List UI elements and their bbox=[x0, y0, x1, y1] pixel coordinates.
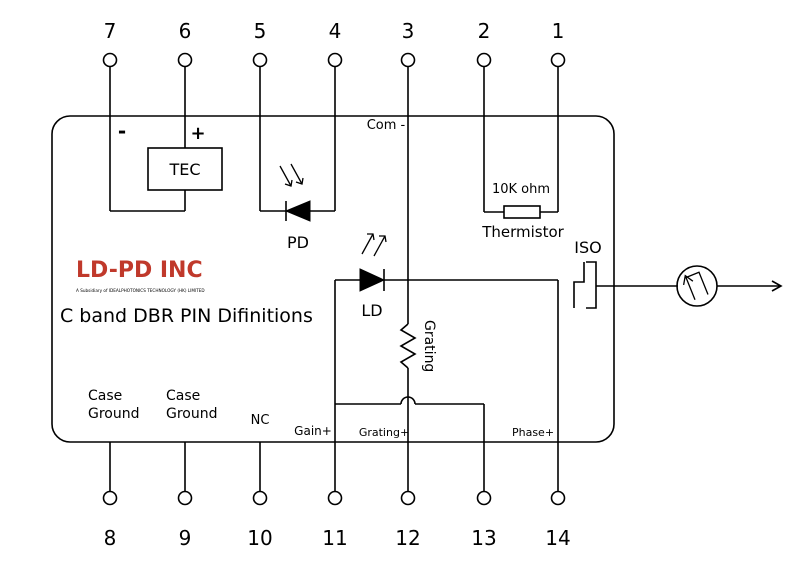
pin-number: 11 bbox=[322, 526, 347, 550]
pin-6: 6 bbox=[177, 19, 193, 68]
case-ground-9-line2: Ground bbox=[166, 406, 218, 422]
pin-number: 4 bbox=[329, 19, 342, 43]
pin-number: 9 bbox=[179, 526, 192, 550]
pin-terminal bbox=[400, 52, 416, 68]
pin-terminal bbox=[327, 52, 343, 68]
pin-terminal bbox=[252, 52, 268, 68]
pin-9: 9 bbox=[177, 490, 193, 550]
bottom-pins: 8 9 10 11 12 13 14 bbox=[102, 490, 571, 550]
grating-plus-label: Grating+ bbox=[359, 426, 409, 439]
pin-10: 10 bbox=[247, 490, 273, 550]
pin-4: 4 bbox=[327, 19, 343, 68]
pd-label: PD bbox=[287, 233, 309, 252]
nc-label: NC bbox=[251, 413, 270, 428]
pin-14: 14 bbox=[545, 490, 571, 550]
pin13-line bbox=[335, 396, 485, 491]
pin-terminal bbox=[550, 490, 566, 506]
pin-number: 14 bbox=[545, 526, 570, 550]
pin-terminal bbox=[252, 490, 268, 506]
pin-number: 12 bbox=[395, 526, 420, 550]
pin-terminal bbox=[177, 52, 193, 68]
ld-light-arrows-icon bbox=[361, 233, 387, 257]
tec-label: TEC bbox=[168, 160, 200, 179]
case-ground-8-line1: Case bbox=[88, 388, 122, 404]
pin-8: 8 bbox=[102, 490, 118, 550]
tec-box bbox=[147, 147, 223, 191]
fiber-connector-icon bbox=[676, 265, 718, 307]
pd-light-arrows-icon bbox=[279, 163, 304, 187]
pin-number: 10 bbox=[247, 526, 272, 550]
pin-2: 2 bbox=[476, 19, 492, 68]
pin-5: 5 bbox=[252, 19, 268, 68]
pin-terminal bbox=[476, 52, 492, 68]
com-label: Com - bbox=[367, 118, 406, 133]
phase-label: Phase+ bbox=[512, 426, 554, 439]
pin-terminal bbox=[550, 52, 566, 68]
pin-terminal bbox=[102, 490, 118, 506]
output-arrow-icon bbox=[771, 280, 783, 292]
brand-logo: LD-PD INC A Subsidiary of IDEALPHOTONICS… bbox=[76, 258, 205, 293]
pin-number: 5 bbox=[254, 19, 267, 43]
laser-diode: LD bbox=[334, 233, 558, 491]
pin-1: 1 bbox=[550, 19, 566, 68]
pin-7: 7 bbox=[102, 19, 118, 68]
pin-terminal bbox=[177, 490, 193, 506]
thermistor-label: Thermistor bbox=[481, 223, 564, 241]
pin-3: 3 bbox=[400, 19, 416, 68]
pin-number: 2 bbox=[478, 19, 491, 43]
pin-13: 13 bbox=[471, 490, 497, 550]
package-outline bbox=[51, 115, 615, 443]
pin-number: 13 bbox=[471, 526, 496, 550]
com-line: Com - bbox=[367, 66, 409, 324]
gain-label: Gain+ bbox=[294, 424, 332, 438]
pin-12: 12 bbox=[395, 490, 421, 550]
top-pins: 7 6 5 4 3 2 1 bbox=[102, 19, 566, 68]
fiber-output bbox=[676, 265, 783, 307]
isolator: ISO bbox=[573, 238, 678, 309]
pin-11: 11 bbox=[322, 490, 348, 550]
thermistor: 10K ohm Thermistor bbox=[481, 66, 565, 241]
thermistor-value-label: 10K ohm bbox=[492, 182, 550, 197]
pin-terminal bbox=[400, 490, 416, 506]
pin-number: 7 bbox=[104, 19, 117, 43]
grating-resistor: Grating bbox=[399, 320, 437, 491]
case-ground-8-line2: Ground bbox=[88, 406, 140, 422]
iso-label: ISO bbox=[574, 238, 601, 257]
pin-terminal bbox=[102, 52, 118, 68]
grating-label: Grating bbox=[421, 320, 437, 372]
pin-number: 8 bbox=[104, 526, 117, 550]
brand-tagline: A Subsidiary of IDEALPHOTONICS TECHNOLOG… bbox=[76, 288, 205, 293]
case-ground-9-line1: Case bbox=[166, 388, 200, 404]
photodiode: PD bbox=[259, 66, 336, 252]
ld-label: LD bbox=[361, 301, 382, 320]
pin-number: 6 bbox=[179, 19, 192, 43]
tec-block: TEC - + bbox=[109, 66, 223, 212]
pin-terminal bbox=[476, 490, 492, 506]
pin-terminal bbox=[327, 490, 343, 506]
pin-number: 3 bbox=[402, 19, 415, 43]
brand-name: LD-PD INC bbox=[76, 258, 203, 283]
diagram-title: C band DBR PIN Difinitions bbox=[60, 305, 313, 327]
tec-plus-label: + bbox=[190, 123, 205, 144]
tec-minus-label: - bbox=[118, 119, 126, 143]
pin-number: 1 bbox=[552, 19, 565, 43]
